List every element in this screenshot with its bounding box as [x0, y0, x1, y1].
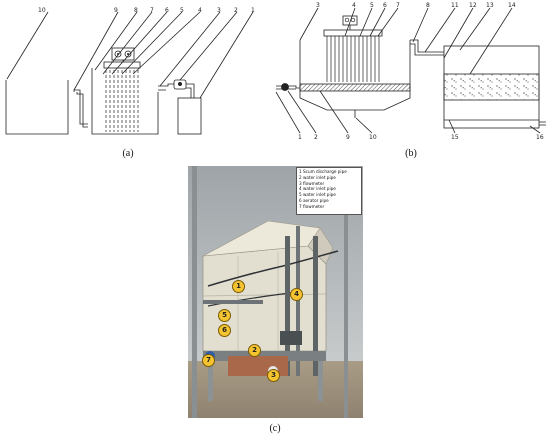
- callout-4-b: 4: [352, 2, 356, 9]
- callout-5-b: 5: [370, 2, 374, 9]
- callout-7-b: 7: [396, 2, 400, 9]
- tank-10: [5, 80, 69, 135]
- marker-5: 5: [218, 309, 231, 322]
- callout-9-a: 9: [114, 7, 118, 14]
- inlet-pipe-a: [158, 83, 174, 91]
- legend-panel-c: 1 Scum discharge pipe 2 water inlet pipe…: [296, 167, 362, 215]
- schematic-b: 3 4 5 6 7 8 11 12 13 14 1 2 9 10 15 16: [275, 2, 546, 141]
- callout-8-a: 8: [134, 7, 138, 14]
- legend-item-2: 2 water inlet pipe: [299, 174, 336, 180]
- marker-4: 4: [290, 288, 303, 301]
- main-tank-a: [91, 68, 159, 135]
- callout-8-b: 8: [426, 2, 430, 9]
- feed-tank-a: [177, 97, 202, 135]
- bundle-frame-b: [323, 29, 383, 37]
- callout-10-a: 10: [38, 7, 46, 14]
- schematic-a: 10 9 8 7 6 5 4 3 2 1: [5, 7, 255, 135]
- callout-11-b: 11: [451, 2, 459, 9]
- fiber-bundles-b: [326, 36, 380, 82]
- pump-b: [281, 83, 289, 91]
- callout-7-a: 7: [150, 7, 154, 14]
- fiber-bundles-a: [105, 70, 139, 132]
- legend-item-6: 6 aerator pipe: [299, 197, 329, 203]
- callout-3-b: 3: [316, 2, 320, 9]
- filter-media-b: [443, 73, 540, 101]
- callout-1-a: 1: [251, 7, 255, 14]
- marker-7: 7: [202, 354, 215, 367]
- callout-10-b: 10: [369, 134, 377, 141]
- marker-2: 2: [248, 344, 261, 357]
- panel-label-a: (a): [122, 148, 134, 159]
- callout-12-b: 12: [469, 2, 477, 9]
- callout-13-b: 13: [486, 2, 494, 9]
- legend-item-1: 1 Scum discharge pipe: [299, 169, 347, 174]
- callout-1-b: 1: [298, 134, 302, 141]
- bundle-frame-a: [103, 61, 141, 69]
- callout-5-a: 5: [180, 7, 184, 14]
- legend-item-4: 4 water inlet pipe: [299, 186, 336, 192]
- marker-3: 3: [267, 369, 280, 382]
- outlet-pipe-b: [410, 39, 444, 56]
- callout-2-a: 2: [234, 7, 238, 14]
- callout-9-b: 9: [346, 134, 350, 141]
- legend-item-3: 3 flowmeter: [299, 180, 325, 186]
- aerator-band-b: [299, 83, 411, 92]
- marker-1: 1: [232, 280, 245, 293]
- callout-2-b: 2: [314, 134, 318, 141]
- callout-14-b: 14: [508, 2, 516, 9]
- callout-3-a: 3: [217, 7, 221, 14]
- callout-6-b: 6: [383, 2, 387, 9]
- legend-item-7: 7 flowmeter: [299, 203, 325, 209]
- connecting-pipe-a: [73, 89, 88, 128]
- marker-6: 6: [218, 324, 231, 337]
- callout-15-b: 15: [451, 134, 459, 141]
- callout-16-b: 16: [536, 134, 544, 141]
- panel-label-b: (b): [405, 148, 417, 159]
- callout-6-a: 6: [165, 7, 169, 14]
- callout-4-a: 4: [198, 7, 202, 14]
- legend-item-5: 5 water inlet pipe: [299, 192, 336, 198]
- panel-label-c: (c): [269, 423, 281, 434]
